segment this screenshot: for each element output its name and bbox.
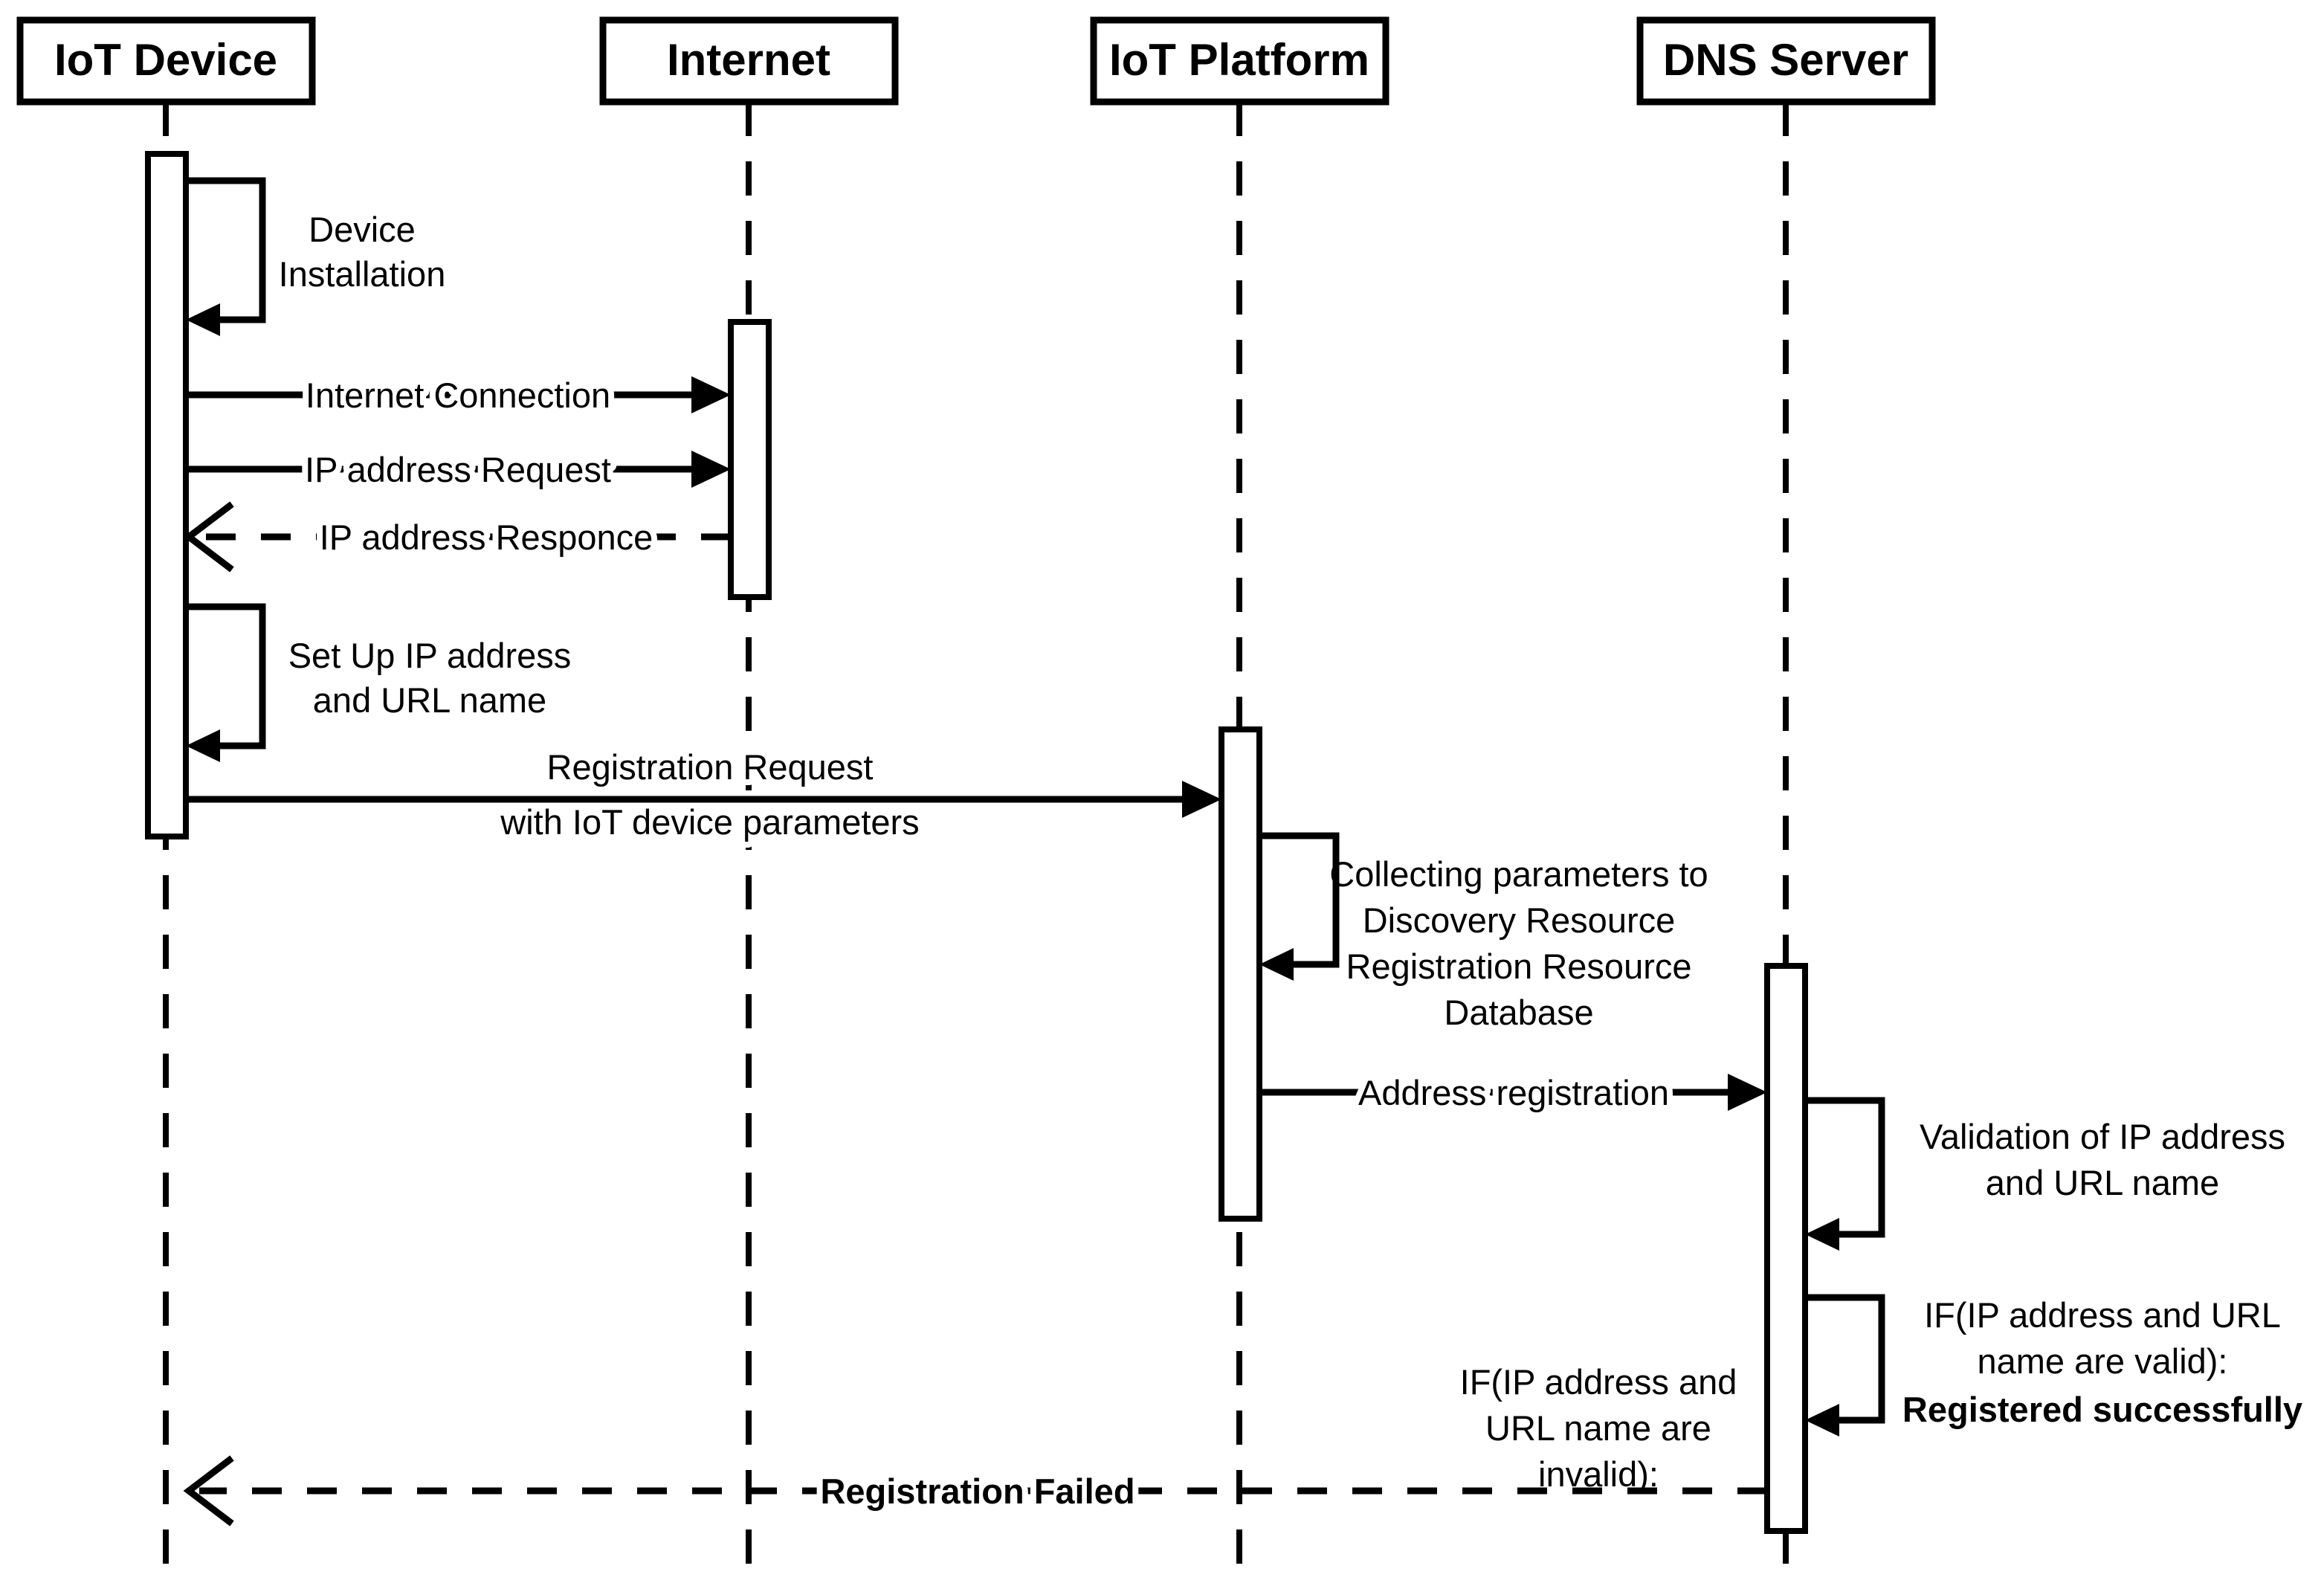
message-guard-registration-failed-line1: IF(IP address and [1460,1362,1737,1402]
message-label-ip-address-request: IP address Request [305,450,611,489]
activation-bar-dns-server [1764,963,1808,1534]
message-label-validation-line1: Validation of IP address [1920,1117,2285,1156]
lifeline-iot-platform: IoT Platform [1090,16,1389,1586]
message-label-ip-address-responce: IP address Responce [320,518,653,557]
message-guard-registration-failed-line3: invalid): [1538,1454,1659,1494]
message-label-set-up-ip-address-line1: Set Up IP address [288,636,572,675]
lifeline-label-iot-platform: IoT Platform [1109,35,1369,85]
activation-bar-internet [728,319,772,600]
message-label-collecting-parameters-line1: Collecting parameters to [1329,854,1708,894]
message-label-device-installation-line1: Device [309,210,416,249]
self-loop-path-set-up-ip-address [186,603,266,750]
message-device-installation[interactable]: Device Installation [186,177,446,336]
lifeline-iot-device: IoT Device [16,16,316,1586]
message-label-registered-line3: Registered successfully [1902,1390,2302,1429]
lifeline-head-box-dns-server[interactable] [1636,16,1936,106]
message-registration-request[interactable]: Registration Request with IoT device par… [186,741,1221,848]
message-collecting-parameters[interactable]: Collecting parameters to Discovery Resou… [1259,832,1708,1032]
message-label-collecting-parameters-line3: Registration Resource [1346,947,1692,986]
arrowhead-registration-failed [183,1455,234,1527]
message-set-up-ip-address[interactable]: Set Up IP address and URL name [186,603,572,762]
message-label-collecting-parameters-line4: Database [1444,993,1593,1032]
message-label-address-registration: Address registration [1358,1073,1669,1112]
message-address-registration[interactable]: Address registration [1259,1067,1767,1118]
self-loop-path-device-installation [186,177,266,323]
message-label-collecting-parameters-line2: Discovery Resource [1363,900,1676,940]
message-ip-address-responce[interactable]: IP address Responce [183,501,731,573]
self-loop-path-validation-of-ip-address [1805,1097,1885,1238]
message-validation-of-ip-address[interactable]: Validation of IP address and URL name [1805,1097,2285,1251]
arrowhead-address-registration [1728,1074,1767,1111]
message-label-registered-line2: name are valid): [1978,1341,2228,1381]
message-label-internet-connection: Internet Connection [306,375,610,415]
arrowhead-set-up-ip-address [186,729,220,762]
message-label-registration-request-line2: with IoT device parameters [500,802,919,842]
arrowhead-device-installation [186,303,220,336]
lifeline-head-box-internet[interactable] [599,16,899,106]
message-registration-failed[interactable]: IF(IP address and URL name are invalid):… [183,1362,1767,1527]
arrowhead-validation-of-ip-address [1805,1218,1839,1251]
self-loop-path-registered-successfully [1805,1294,1885,1424]
lifeline-dns-server: DNS Server [1636,16,1936,1586]
arrowhead-internet-connection [691,376,731,413]
arrowhead-collecting-parameters [1259,948,1294,981]
self-loop-path-collecting-parameters [1259,832,1340,968]
activation-bar-iot-platform [1219,726,1262,1222]
lifeline-label-internet: Internet [667,35,830,85]
message-internet-connection[interactable]: Internet Connection [186,370,731,421]
arrowhead-registration-request [1182,781,1221,818]
message-guard-registration-failed-line2: URL name are [1485,1408,1711,1448]
message-label-set-up-ip-address-line2: and URL name [313,680,546,720]
activation-bar-iot-device [145,151,189,839]
message-label-registration-request-line1: Registration Request [547,747,874,787]
arrowhead-registered-successfully [1805,1404,1839,1437]
message-label-validation-line2: and URL name [1986,1163,2219,1202]
message-label-device-installation-line2: Installation [279,254,446,294]
message-label-registration-failed: Registration Failed [820,1471,1134,1511]
lifeline-label-iot-device: IoT Device [54,35,277,85]
message-ip-address-request[interactable]: IP address Request [186,444,731,495]
arrowhead-ip-address-responce [183,501,234,573]
message-label-registered-line1: IF(IP address and URL [1924,1295,2281,1335]
lifeline-label-dns-server: DNS Server [1663,35,1908,85]
message-registered-successfully[interactable]: IF(IP address and URL name are valid): R… [1805,1294,2302,1437]
arrowhead-ip-address-request [691,451,731,488]
